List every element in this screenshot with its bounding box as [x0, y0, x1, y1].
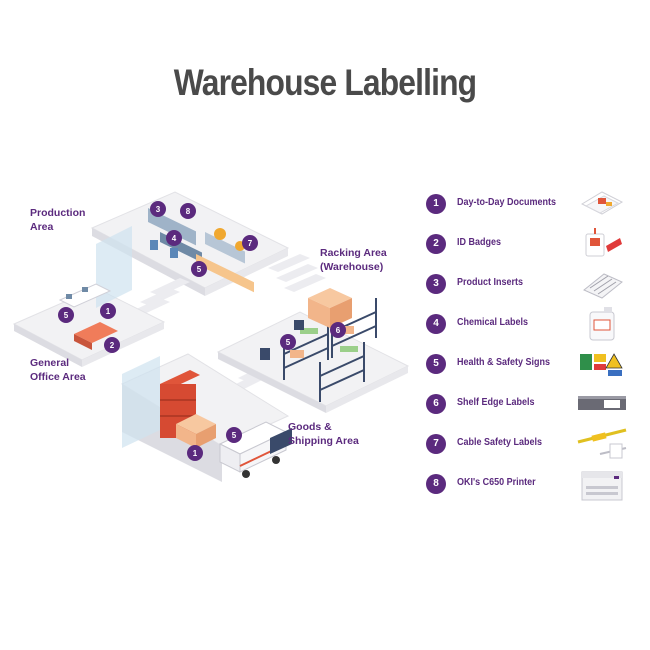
goods-area-label: Goods & Shipping Area	[288, 421, 359, 447]
legend-badge: 8	[426, 474, 446, 494]
scene-badge: 8	[180, 203, 196, 219]
scene-badge: 4	[166, 230, 182, 246]
scene-badge: 1	[187, 445, 203, 461]
legend-item: 6 Shelf Edge Labels	[426, 392, 646, 416]
office-area-label: General Office Area	[30, 357, 86, 383]
svg-text:7: 7	[248, 239, 253, 248]
chemical-bottle-icon	[589, 307, 615, 341]
legend-badge: 7	[426, 434, 446, 454]
legend-label: Day-to-Day Documents	[457, 197, 557, 208]
scene-badge: 1	[100, 303, 116, 319]
scene-badge: 2	[104, 337, 120, 353]
legend-label: Chemical Labels	[457, 317, 529, 328]
legend-badge: 1	[426, 194, 446, 214]
legend-item: 4 Chemical Labels	[426, 307, 646, 341]
page-title: Warehouse Labelling	[173, 62, 477, 103]
legend-item: 2 ID Badges	[426, 228, 646, 257]
id-badge-icon	[585, 228, 622, 257]
racking-area-floor	[216, 288, 410, 413]
production-area-label: Production Area	[30, 207, 88, 233]
legend-label: ID Badges	[457, 237, 502, 248]
legend-item: 7 Cable Safety Labels	[426, 428, 646, 459]
legend-label: Product Inserts	[457, 277, 524, 288]
legend-label: Cable Safety Labels	[457, 437, 543, 448]
legend-badge: 6	[426, 394, 446, 414]
safety-signs-icon	[580, 353, 623, 376]
svg-text:1: 1	[193, 449, 198, 458]
legend-label: Shelf Edge Labels	[457, 397, 535, 408]
svg-text:8: 8	[186, 207, 191, 216]
scene-badge: 6	[330, 322, 346, 338]
svg-text:6: 6	[336, 326, 341, 335]
svg-text:2: 2	[110, 341, 115, 350]
legend-label: Health & Safety Signs	[457, 357, 551, 368]
legend-badge: 5	[426, 354, 446, 374]
documents-icon	[580, 191, 624, 215]
scene-badge: 7	[242, 235, 258, 251]
svg-text:5: 5	[64, 311, 69, 320]
cable-label-icon	[577, 428, 627, 459]
legend-item: 3 Product Inserts	[426, 272, 646, 299]
scene-badge: 5	[226, 427, 242, 443]
scene-badge: 3	[150, 201, 166, 217]
legend-badge: 2	[426, 234, 446, 254]
scene-badge: 5	[191, 261, 207, 277]
svg-text:5: 5	[286, 338, 291, 347]
product-insert-icon	[583, 273, 623, 299]
legend-item: 5 Health & Safety Signs	[426, 352, 646, 376]
printer-icon	[581, 471, 623, 501]
svg-text:4: 4	[172, 234, 177, 243]
racking-area-label: Racking Area (Warehouse)	[320, 247, 390, 273]
svg-text:5: 5	[232, 431, 237, 440]
legend-item: 8 OKI's C650 Printer	[426, 471, 646, 501]
shelf-edge-icon	[578, 396, 626, 410]
svg-text:1: 1	[106, 307, 111, 316]
legend-item: 1 Day-to-Day Documents	[426, 191, 646, 216]
legend-badge: 4	[426, 314, 446, 334]
legend-label: OKI's C650 Printer	[457, 477, 536, 488]
svg-text:3: 3	[156, 205, 161, 214]
warehouse-isometric-scene: Production Area Racking Area (Warehouse)…	[12, 191, 410, 482]
scene-badge: 5	[58, 307, 74, 323]
scene-badge: 5	[280, 334, 296, 350]
office-area-floor	[12, 226, 166, 367]
svg-text:5: 5	[197, 265, 202, 274]
legend-badge: 3	[426, 274, 446, 294]
